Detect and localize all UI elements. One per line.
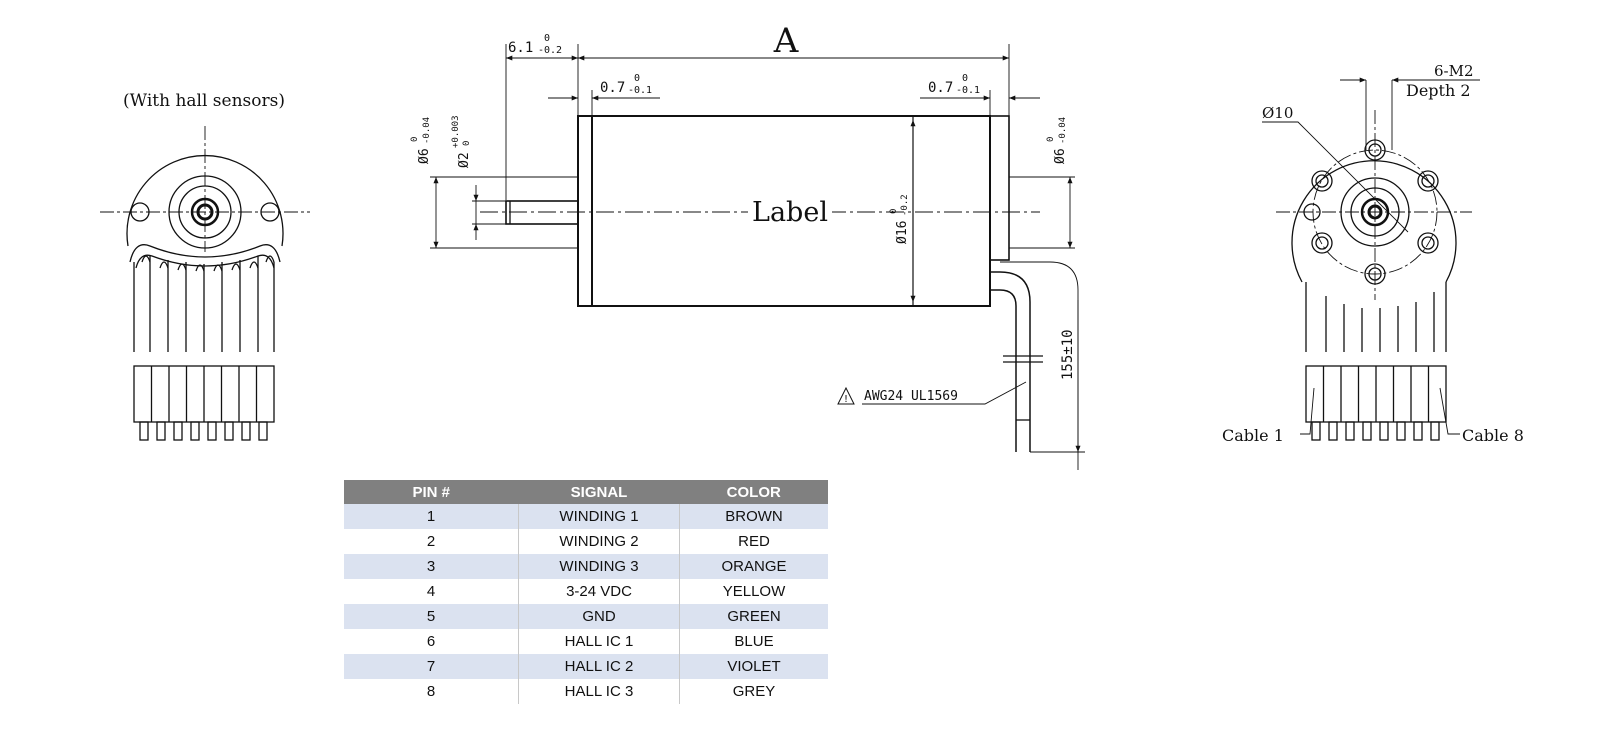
table-header-row: PIN # SIGNAL COLOR <box>344 480 828 504</box>
svg-text:0: 0 <box>410 137 420 142</box>
right-end-view <box>1262 77 1480 441</box>
table-row: 2 WINDING 2 RED <box>344 529 828 554</box>
dim-body-dia: Ø16 <box>895 221 910 244</box>
left-view-title: (With hall sensors) <box>123 91 285 111</box>
table-row: 6 HALL IC 1 BLUE <box>344 629 828 654</box>
right-thread-label: 6-M2 <box>1434 62 1474 80</box>
dim-shaft-length: 6.1 <box>508 40 533 56</box>
side-view <box>430 44 1085 470</box>
color-cell: GREY <box>679 679 828 704</box>
signal-cell: HALL IC 1 <box>518 629 680 654</box>
svg-text:!: ! <box>844 394 848 405</box>
signal-cell: HALL IC 3 <box>518 679 680 704</box>
svg-text:0: 0 <box>634 73 640 84</box>
right-connector <box>1305 365 1447 441</box>
color-cell: RED <box>679 529 828 554</box>
cable-spec: AWG24 UL1569 <box>864 389 958 404</box>
pin-cell: 7 <box>344 654 519 679</box>
pin-cell: 6 <box>344 629 519 654</box>
right-dia-label: Ø10 <box>1262 104 1293 122</box>
signal-cell: WINDING 2 <box>518 529 680 554</box>
dim-lip-right-tol: -0.1 <box>956 85 980 96</box>
signal-cell: GND <box>518 604 680 629</box>
right-housing-outline <box>1291 160 1457 283</box>
pin-cell: 5 <box>344 604 519 629</box>
motor-cable <box>990 271 1031 452</box>
color-cell: BLUE <box>679 629 828 654</box>
cable-length: 155±10 <box>1060 329 1076 380</box>
signal-cell: 3-24 VDC <box>518 579 680 604</box>
svg-text:0: 0 <box>462 141 472 146</box>
svg-text:0: 0 <box>544 33 550 44</box>
left-end-view: (With hall sensors) <box>100 91 310 441</box>
header-pin: PIN # <box>344 480 519 504</box>
table-row: 3 WINDING 3 ORANGE <box>344 554 828 579</box>
dim-boss-right: Ø6 <box>1053 148 1068 164</box>
color-cell: ORANGE <box>679 554 828 579</box>
left-wire-bundle <box>133 255 275 352</box>
table-row: 8 HALL IC 3 GREY <box>344 679 828 704</box>
header-signal: SIGNAL <box>518 480 680 504</box>
pin-cell: 3 <box>344 554 519 579</box>
left-connector <box>133 365 275 441</box>
dim-body-dia-tol: -0.2 <box>900 194 910 216</box>
signal-cell: WINDING 3 <box>518 554 680 579</box>
pin-cell: 2 <box>344 529 519 554</box>
signal-cell: WINDING 1 <box>518 504 680 529</box>
color-cell: VIOLET <box>679 654 828 679</box>
svg-text:0: 0 <box>889 209 899 214</box>
motor-shaft <box>505 200 579 225</box>
signal-cell: HALL IC 2 <box>518 654 680 679</box>
color-cell: BROWN <box>679 504 828 529</box>
header-color: COLOR <box>679 480 828 504</box>
dim-lip-right: 0.7 <box>928 80 953 96</box>
color-cell: YELLOW <box>679 579 828 604</box>
pin-cell: 1 <box>344 504 519 529</box>
dim-lip-left: 0.7 <box>600 80 625 96</box>
cable-first-label: Cable 1 <box>1222 426 1284 445</box>
label-text: Label <box>752 197 828 228</box>
pin-cell: 4 <box>344 579 519 604</box>
dim-boss-left: Ø6 <box>417 148 432 164</box>
color-cell: GREEN <box>679 604 828 629</box>
dim-shaft-dia: Ø2 <box>457 152 472 168</box>
pin-cell: 8 <box>344 679 519 704</box>
table-row: 4 3-24 VDC YELLOW <box>344 579 828 604</box>
dim-boss-left-tol: -0.04 <box>422 117 432 144</box>
right-depth-label: Depth 2 <box>1406 81 1471 100</box>
dim-shaft-dia-tol: +0.003 <box>451 115 461 148</box>
pinout-table: PIN # SIGNAL COLOR 1 WINDING 1 BROWN 2 W… <box>344 480 828 704</box>
table-row: 7 HALL IC 2 VIOLET <box>344 654 828 679</box>
dim-boss-right-tol: -0.04 <box>1058 117 1068 144</box>
table-row: 5 GND GREEN <box>344 604 828 629</box>
dim-lip-left-tol: -0.1 <box>628 85 652 96</box>
threaded-holes <box>1311 139 1439 285</box>
table-row: 1 WINDING 1 BROWN <box>344 504 828 529</box>
svg-text:0: 0 <box>1046 137 1056 142</box>
dim-shaft-length-tol: -0.2 <box>538 45 562 56</box>
dimension-a: A <box>773 21 799 61</box>
cable-last-label: Cable 8 <box>1462 426 1524 445</box>
svg-text:0: 0 <box>962 73 968 84</box>
right-wire-bundle <box>1305 282 1447 352</box>
